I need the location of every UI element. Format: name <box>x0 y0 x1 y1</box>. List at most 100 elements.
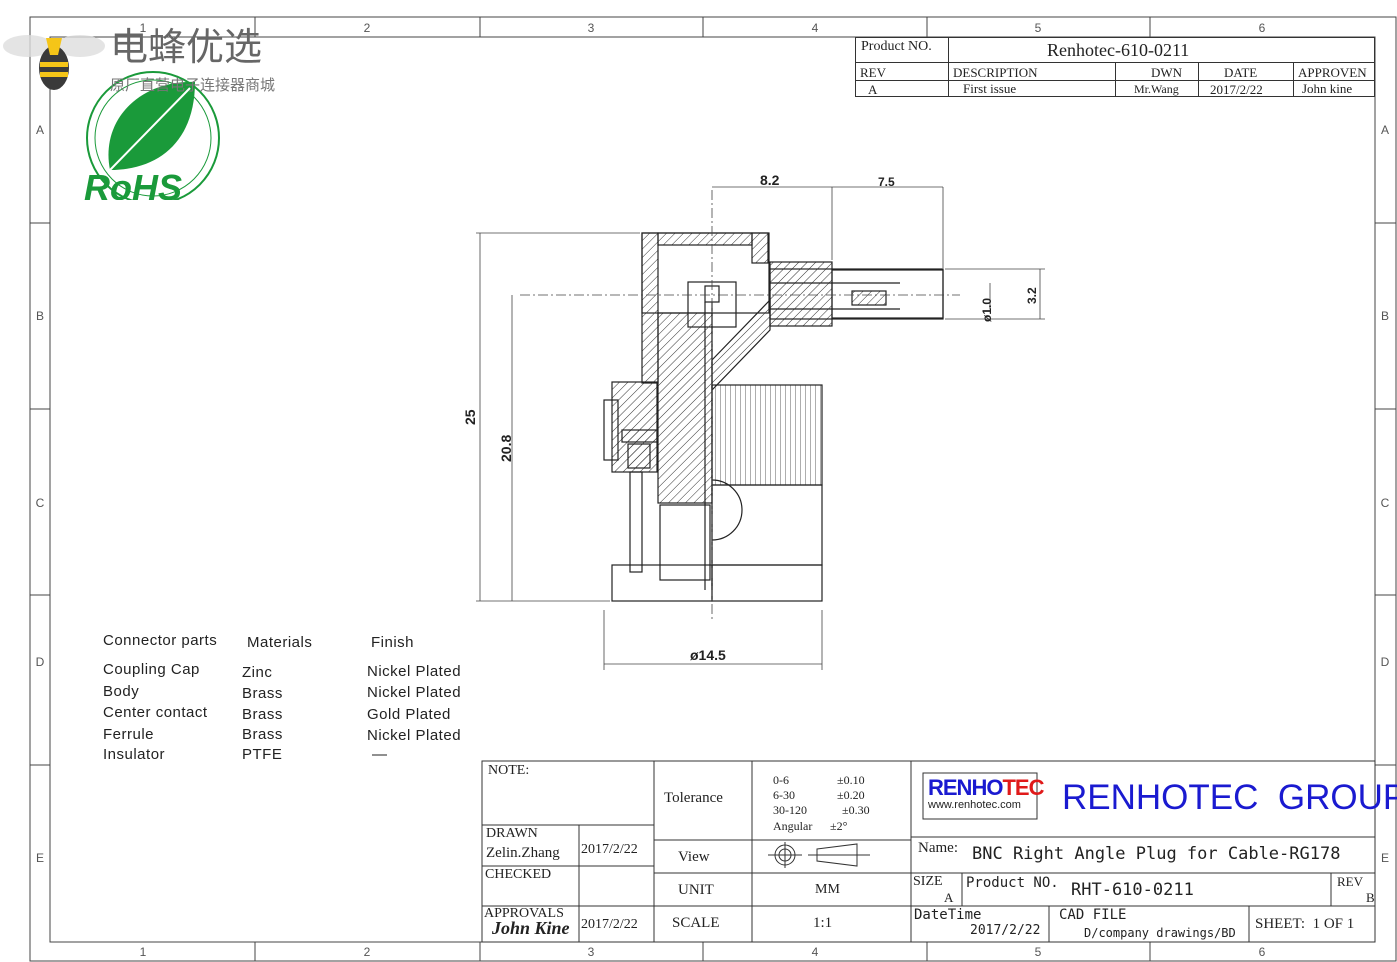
col-label: 4 <box>812 21 819 35</box>
approvals-date: 2017/2/22 <box>581 917 638 932</box>
col-label: 3 <box>588 945 595 959</box>
renhotec-logo: RENHOTEC www.renhotec.com <box>928 775 1044 811</box>
row-label: E <box>36 851 44 865</box>
unit-label: UNIT <box>678 882 714 898</box>
product-no-value: Renhotec-610-0211 <box>1047 40 1190 60</box>
scale-label: SCALE <box>672 915 720 931</box>
col-label: 5 <box>1035 945 1042 959</box>
part-material: Brass <box>242 685 283 702</box>
row-label: E <box>1381 851 1389 865</box>
col-label: 4 <box>812 945 819 959</box>
col-label: 6 <box>1259 21 1266 35</box>
logo-text-red: TEC <box>1002 775 1044 800</box>
col-label: 6 <box>1259 945 1266 959</box>
scale-value: 1:1 <box>813 915 833 931</box>
dim-7-5: 7.5 <box>878 175 895 189</box>
part-finish: Gold Plated <box>367 706 451 723</box>
tolerance-value: ±2° <box>830 819 848 833</box>
col-label: 5 <box>1035 21 1042 35</box>
part-finish: — <box>372 746 388 763</box>
row-label: A <box>1381 123 1389 137</box>
row-label: C <box>36 496 45 510</box>
part-material: Zinc <box>242 664 273 681</box>
date-header: DATE <box>1224 65 1258 80</box>
tolerance-value: ±0.10 <box>837 773 865 787</box>
approven-value: John kine <box>1302 81 1353 96</box>
part-material: Brass <box>242 726 283 743</box>
checked-label: CHECKED <box>485 867 552 882</box>
col-label: 3 <box>588 21 595 35</box>
part-finish: Nickel Plated <box>367 663 462 680</box>
approven-header: APPROVEN <box>1298 65 1367 80</box>
size-label: SIZE <box>913 874 943 889</box>
datetime-value: 2017/2/22 <box>970 923 1041 938</box>
part-material: PTFE <box>242 746 283 763</box>
parts-header: Connector parts <box>103 632 218 649</box>
cad-file-path: D/company drawings/BD <box>1084 926 1236 940</box>
rev-label: REV <box>1337 874 1363 889</box>
row-label: C <box>1381 496 1390 510</box>
tolerance-value: ±0.30 <box>842 803 870 817</box>
product-no-label: Product NO. <box>861 39 932 54</box>
logo-text-blue: RENHO <box>928 775 1003 800</box>
part-finish: Nickel Plated <box>367 684 462 701</box>
materials-header: Materials <box>247 634 313 651</box>
sheet-number: SHEET: 1 OF 1 <box>1255 916 1355 932</box>
drawn-date: 2017/2/22 <box>581 842 638 857</box>
approvals-label: APPROVALS <box>484 906 564 921</box>
col-label: 2 <box>364 21 371 35</box>
rev-header: REV <box>860 65 886 80</box>
part-name: Coupling Cap <box>103 661 200 678</box>
name-label: Name: <box>918 840 958 856</box>
dim-dia-1-0: ø1.0 <box>980 298 994 322</box>
watermark-tagline: 原厂直营电子连接器商城 <box>110 77 275 94</box>
finish-header: Finish <box>371 634 415 651</box>
company-name: RENHOTEC GROUP <box>1062 778 1397 817</box>
dim-8-2: 8.2 <box>760 172 780 188</box>
watermark-logo: RoHS 电蜂优选 原厂直营电子连接器商城 <box>3 27 275 200</box>
col-label: 1 <box>140 21 147 35</box>
note-label: NOTE: <box>488 763 530 778</box>
projection-symbol-icon <box>768 842 870 868</box>
rev-value: A <box>868 82 878 97</box>
drawn-label: DRAWN <box>486 826 538 841</box>
product-no-value: RHT-610-0211 <box>1071 880 1194 900</box>
dwn-value: Mr.Wang <box>1134 82 1179 96</box>
drawn-by: Zelin.Zhang <box>486 845 560 861</box>
part-finish: Nickel Plated <box>367 727 462 744</box>
tolerance-range: Angular <box>773 819 813 833</box>
approvals-signature: John Kine <box>492 918 570 938</box>
row-label: B <box>1381 309 1389 323</box>
rev-value: B <box>1366 890 1375 905</box>
row-label: D <box>36 655 45 669</box>
product-name: BNC Right Angle Plug for Cable-RG178 <box>972 844 1341 864</box>
part-name: Ferrule <box>103 726 155 743</box>
dwn-header: DWN <box>1151 65 1183 80</box>
unit-value: MM <box>815 882 840 897</box>
col-label: 1 <box>140 945 147 959</box>
watermark-brand: 电蜂优选 <box>110 27 262 69</box>
dim-3-2: 3.2 <box>1025 287 1039 304</box>
dim-25: 25 <box>462 409 478 425</box>
size-value: A <box>944 890 954 905</box>
tolerance-label: Tolerance <box>664 790 723 806</box>
row-label: A <box>36 123 44 137</box>
row-label: B <box>36 309 44 323</box>
col-label: 2 <box>364 945 371 959</box>
tolerance-range: 0-6 <box>773 773 789 787</box>
description-header: DESCRIPTION <box>953 65 1038 80</box>
bee-icon <box>3 35 53 57</box>
product-no-label: Product NO. <box>966 875 1059 891</box>
cad-file-label: CAD FILE <box>1059 907 1127 923</box>
tolerance-range: 6-30 <box>773 788 795 802</box>
part-name: Center contact <box>103 704 208 721</box>
logo-url: www.renhotec.com <box>928 799 1021 811</box>
dim-dia-14-5: ø14.5 <box>690 647 726 663</box>
view-label: View <box>678 849 710 865</box>
date-value: 2017/2/22 <box>1210 82 1263 97</box>
description-value: First issue <box>963 81 1017 96</box>
tolerance-range: 30-120 <box>773 803 807 817</box>
tolerance-value: ±0.20 <box>837 788 865 802</box>
